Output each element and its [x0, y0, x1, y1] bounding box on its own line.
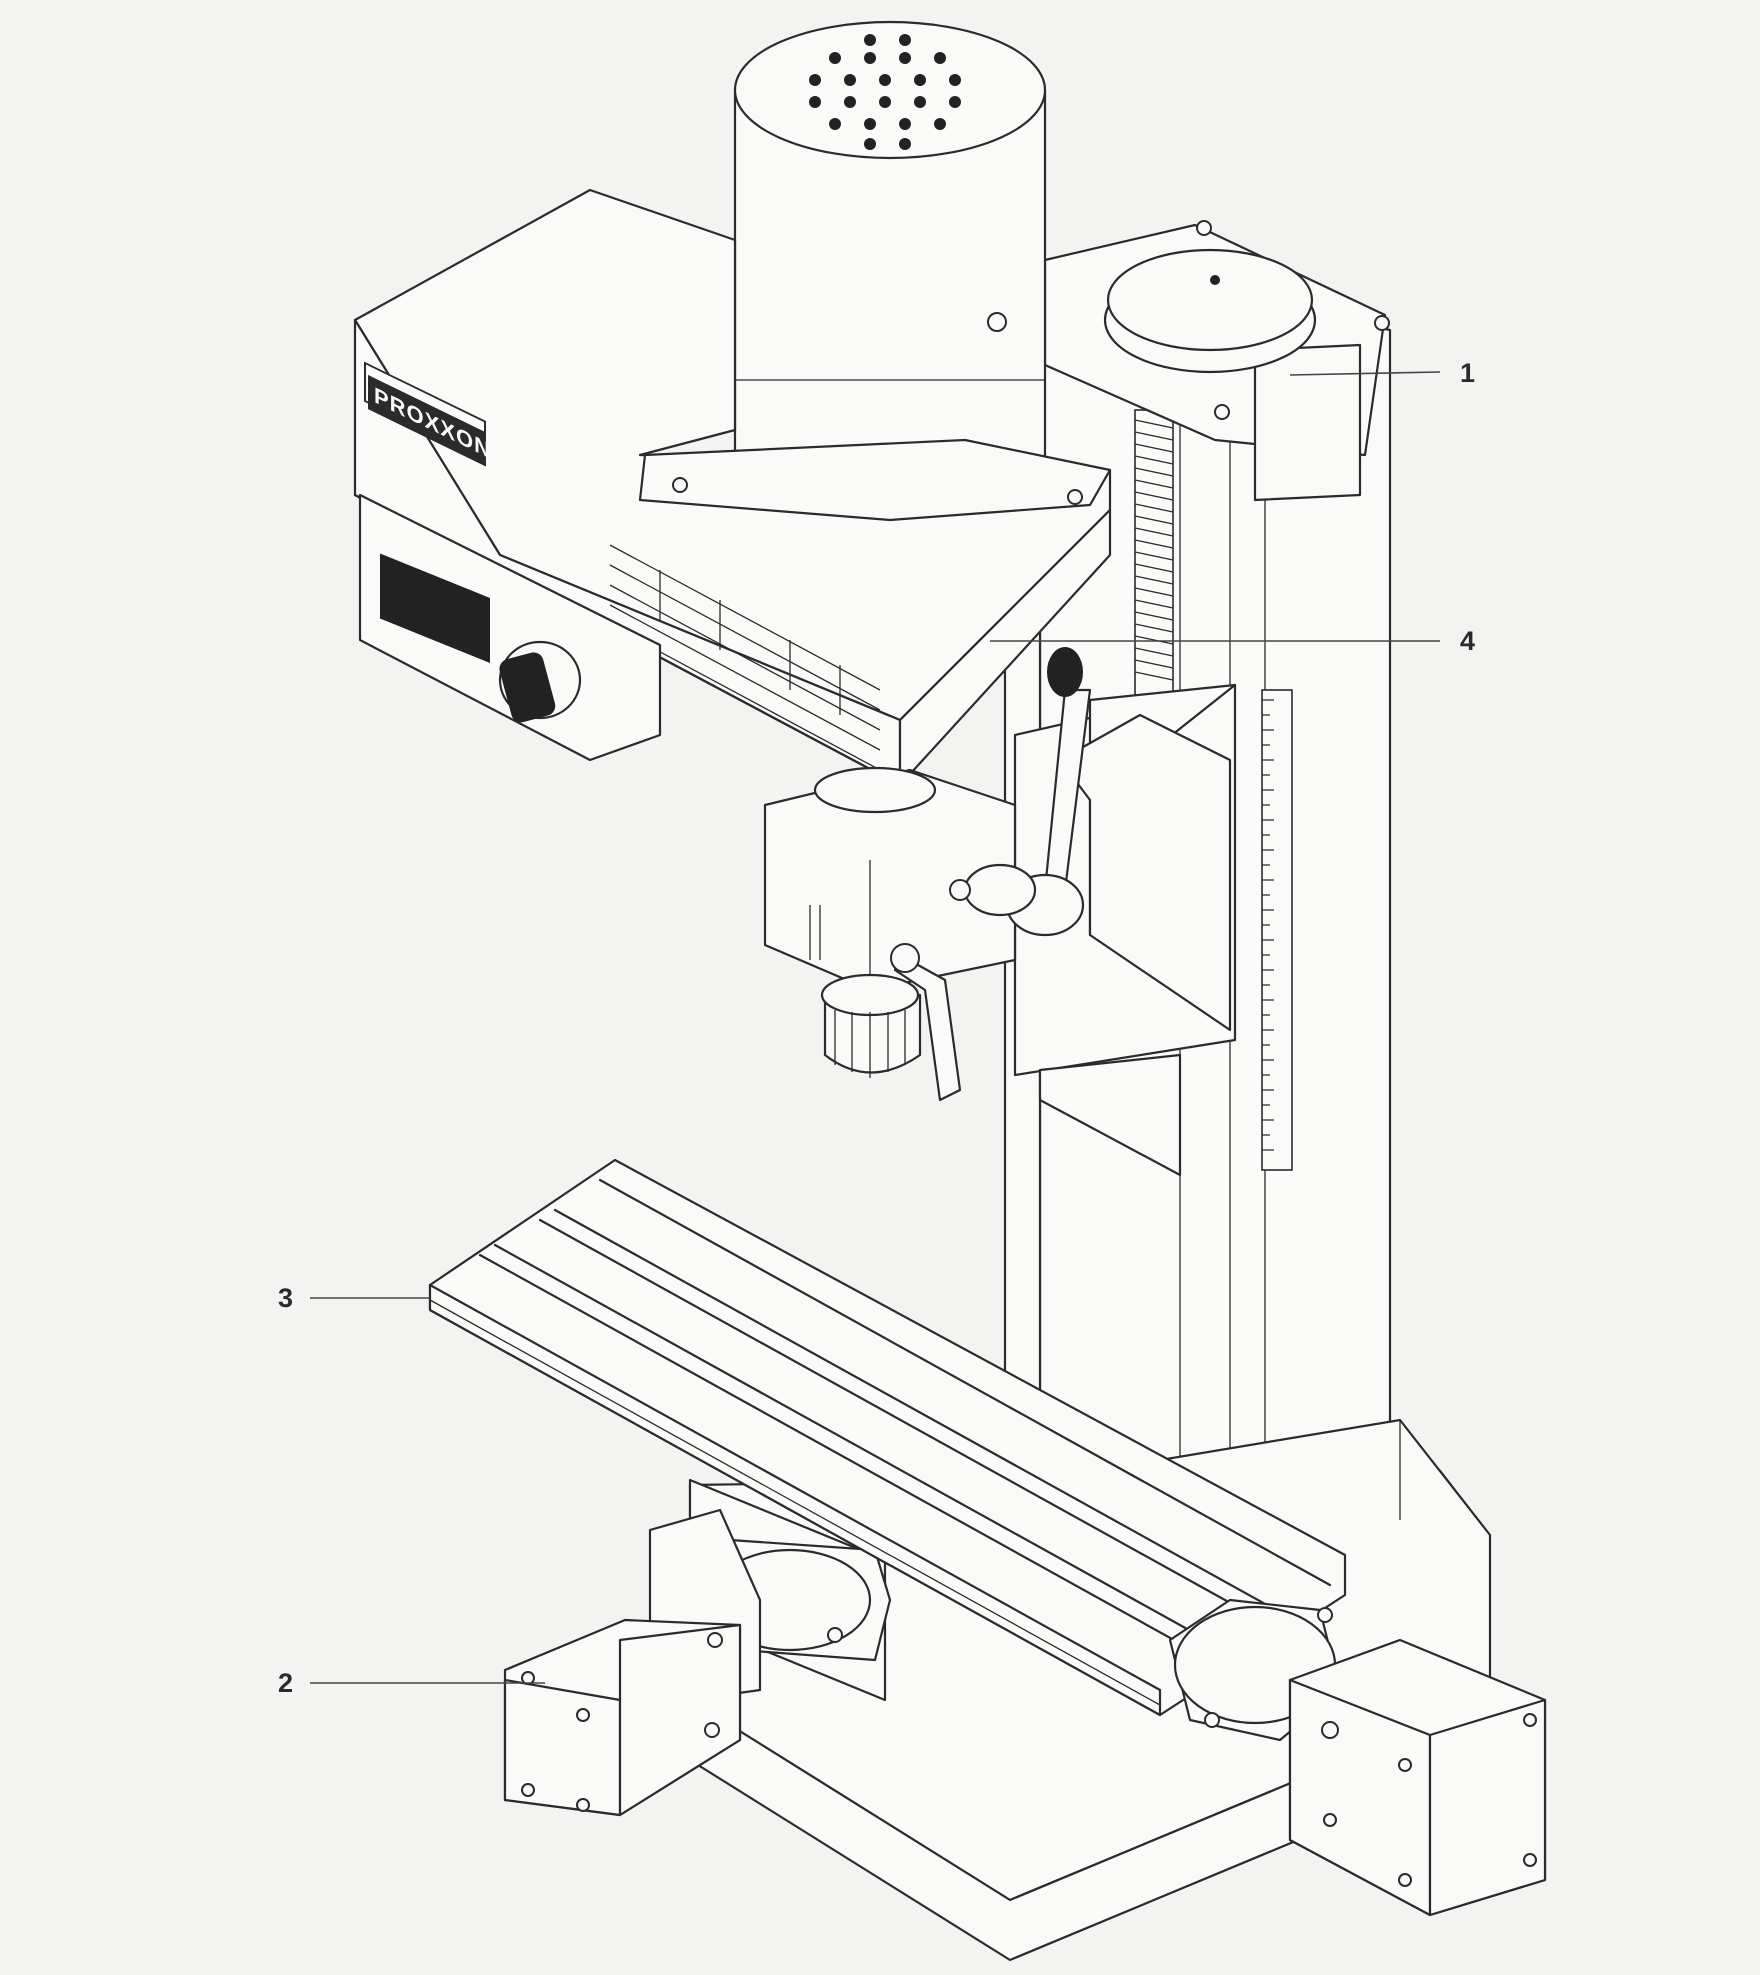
speed-table [609, 544, 881, 771]
spindle-slide [763, 647, 1237, 1177]
callout-2: 2 [278, 1668, 294, 1698]
headstock-housing [353, 188, 1112, 787]
callout-1: 1 [1460, 358, 1476, 388]
cross-slide [648, 1478, 892, 1702]
callout-leaders [310, 371, 1441, 1684]
callout-4: 4 [1460, 626, 1476, 656]
callout-3: 3 [278, 1283, 294, 1313]
leader-1 [1289, 371, 1441, 376]
vent-holes [809, 34, 961, 150]
lead-screw-threads [1134, 419, 1174, 681]
t-slot-table [428, 1158, 1347, 1717]
z-axis-motor-mount [1043, 220, 1390, 502]
y-axis-stepper-motor [503, 1618, 742, 1817]
spindle-motor [733, 20, 1047, 532]
x-axis-stepper-motor [1168, 1598, 1547, 1917]
